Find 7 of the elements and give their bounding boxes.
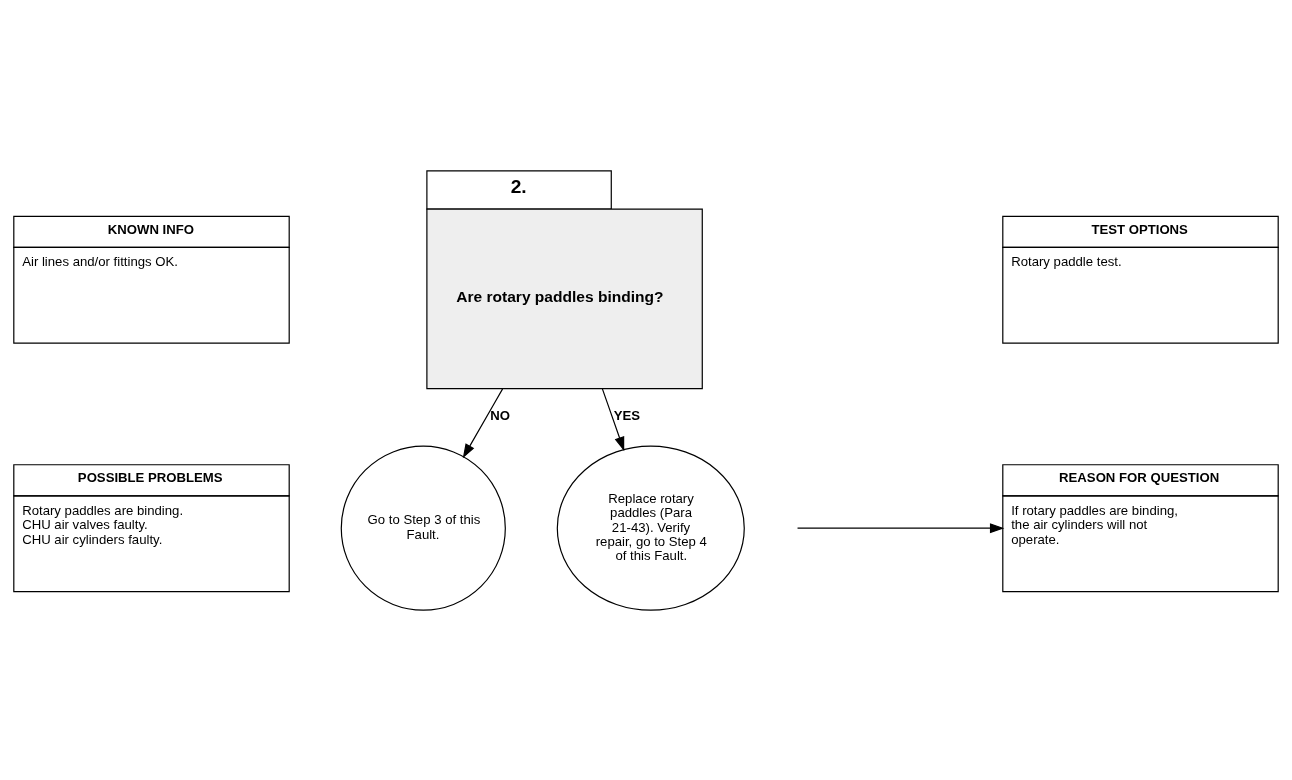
edge-label: YES [613, 407, 640, 423]
arrow [796, 522, 1005, 533]
node-circle: Go to Step 3 of this Fault. [340, 445, 506, 611]
node-ellipse: Replace rotary paddles (Para 21-43). Verify repair, go to Step 4 of this Fault. [556, 445, 745, 611]
arrow [601, 387, 625, 451]
edge-label: NO [490, 407, 511, 423]
arrow [462, 387, 504, 458]
